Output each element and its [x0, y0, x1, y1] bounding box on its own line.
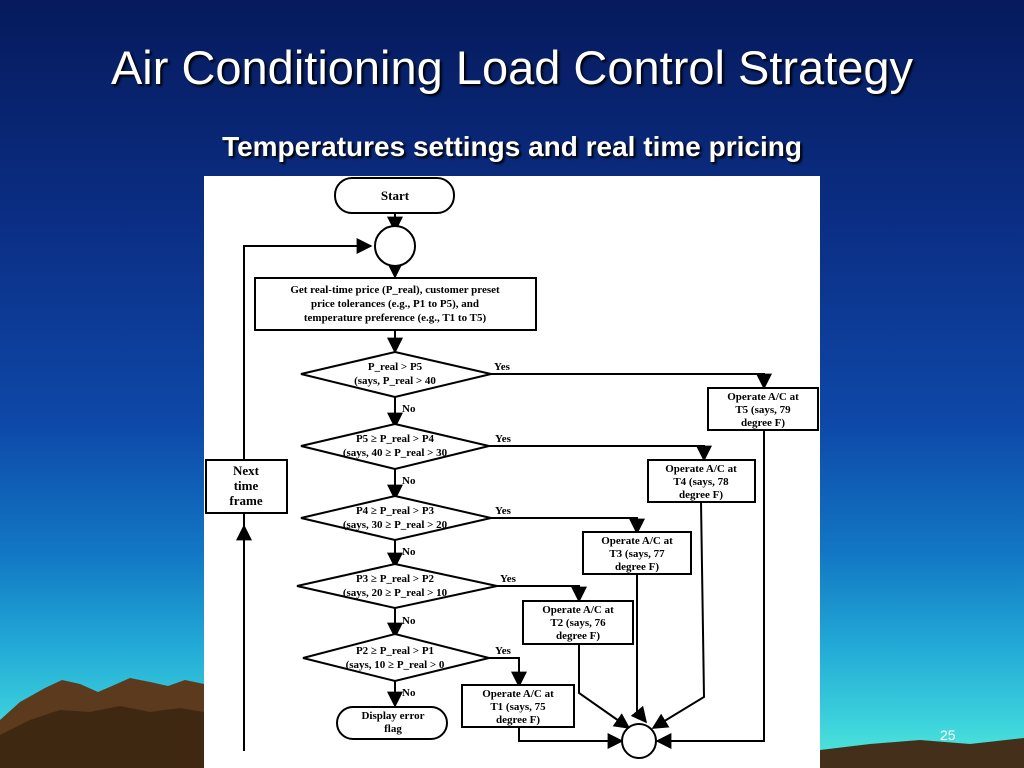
flow-line — [491, 517, 645, 535]
flow-line — [518, 727, 624, 749]
decision-diamond — [300, 494, 492, 542]
next-time-frame-box — [205, 459, 288, 514]
end-connector — [621, 723, 657, 759]
operate-box — [582, 531, 692, 575]
error-flag-line: Display error — [361, 710, 424, 722]
decision-condition: P4 ≥ P_real > P3 — [356, 505, 435, 517]
get-price-line: Get real-time price (P_real), customer p… — [290, 284, 500, 296]
decision-example: (says, 40 ≥ P_real > 30 — [343, 447, 448, 459]
yes-label: Yes — [495, 645, 512, 657]
operate-line: degree F) — [556, 630, 600, 642]
flow-line — [243, 238, 373, 460]
slide-subtitle: Temperatures settings and real time pric… — [222, 131, 802, 162]
decision-example: (says, P_real > 40 — [354, 375, 436, 387]
decision-diamond — [296, 562, 498, 610]
flow-line — [630, 575, 648, 724]
decision-condition: P3 ≥ P_real > P2 — [356, 573, 435, 585]
hill-right — [820, 738, 1024, 768]
operate-line: T3 (says, 77 — [609, 548, 665, 560]
mountain-landscape — [0, 678, 1024, 768]
operate-box — [461, 684, 575, 728]
yes-label: Yes — [494, 361, 511, 373]
get-price-box — [254, 277, 537, 331]
flow-line — [489, 657, 527, 688]
no-label: No — [402, 615, 416, 627]
operate-line: Operate A/C at — [601, 535, 673, 547]
decision-diamond — [300, 422, 490, 471]
no-label: No — [402, 403, 416, 415]
slide-number: 25 — [940, 727, 956, 743]
operate-line: T2 (says, 76 — [550, 617, 606, 629]
operate-line: Operate A/C at — [482, 688, 554, 700]
operate-line: Operate A/C at — [542, 604, 614, 616]
flowchart-diagram: Start Get real-time price (P_real), cust… — [204, 176, 820, 768]
flow-line — [491, 373, 772, 390]
operate-line: degree F) — [679, 489, 723, 501]
error-flag-node — [336, 706, 448, 740]
operate-line: Operate A/C at — [727, 391, 799, 403]
decision-example: (says, 20 ≥ P_real > 10 — [343, 587, 448, 599]
operate-line: T5 (says, 79 — [735, 404, 791, 416]
operate-box — [707, 387, 819, 431]
operate-box — [647, 459, 756, 503]
flow-line — [651, 501, 706, 729]
operate-line: degree F) — [496, 714, 540, 726]
mountain-shadow — [0, 706, 204, 768]
decision-condition: P2 ≥ P_real > P1 — [356, 645, 434, 657]
get-price-line: temperature preference (e.g., T1 to T5) — [304, 312, 487, 324]
start-node — [334, 177, 455, 214]
decision-diamond — [300, 350, 492, 399]
next-time-frame-line: time — [234, 478, 259, 493]
operate-line: degree F) — [741, 417, 785, 429]
decision-diamond — [302, 632, 490, 683]
operate-line: Operate A/C at — [665, 463, 737, 475]
flow-line — [497, 585, 587, 603]
flow-line — [578, 644, 631, 729]
no-label: No — [402, 475, 416, 487]
start-label: Start — [381, 188, 410, 203]
yes-label: Yes — [495, 433, 512, 445]
next-time-frame-line: frame — [229, 493, 262, 508]
operate-line: T1 (says, 75 — [490, 701, 546, 713]
flow-line — [655, 428, 765, 749]
operate-box — [522, 600, 634, 645]
no-label: No — [402, 546, 416, 558]
yes-label: Yes — [500, 573, 517, 585]
operate-line: T4 (says, 78 — [673, 476, 729, 488]
slide-title: Air Conditioning Load Control Strategy — [110, 41, 914, 94]
get-price-line: price tolerances (e.g., P1 to P5), and — [311, 298, 479, 310]
decision-example: (says, 10 ≥ P_real > 0 — [346, 659, 445, 671]
no-label: No — [402, 687, 416, 699]
decision-condition: P5 ≥ P_real > P4 — [356, 433, 435, 445]
operate-line: degree F) — [615, 561, 659, 573]
decision-example: (says, 30 ≥ P_real > 20 — [343, 519, 448, 531]
flow-line — [489, 445, 712, 462]
error-flag-line: flag — [384, 723, 402, 735]
loop-connector — [374, 225, 416, 267]
yes-label: Yes — [495, 505, 512, 517]
next-time-frame-line: Next — [233, 463, 260, 478]
decision-condition: P_real > P5 — [368, 361, 423, 373]
